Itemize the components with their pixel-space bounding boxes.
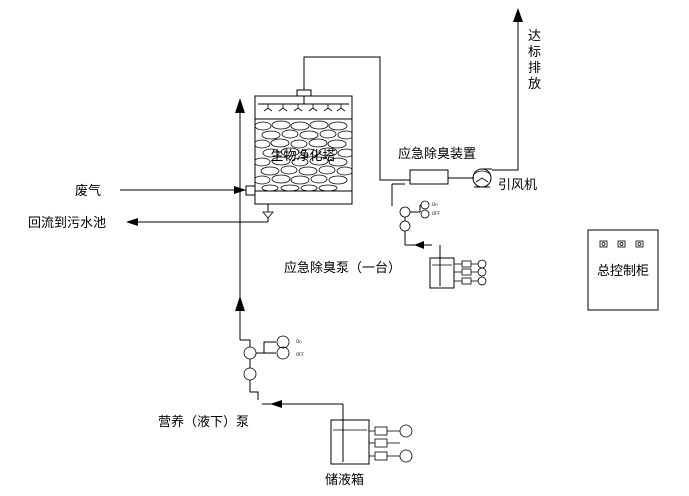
induced-fan-icon <box>472 168 492 188</box>
control-cabinet-label: 总控制柜 <box>597 264 649 279</box>
nutrient-switch-on-icon <box>276 335 290 349</box>
emergency-pump-label: 应急除臭泵（一台） <box>284 260 401 276</box>
bio-tower-label: 生物净化塔 <box>270 149 335 164</box>
emergency-switch-off-icon <box>420 209 430 219</box>
emergency-pump-assembly: On OFF <box>391 183 487 289</box>
nutrient-switch-off-icon <box>276 346 290 360</box>
nutrient-pump-assembly: On OFF <box>240 335 343 408</box>
waste-gas-inlet-line <box>120 186 246 194</box>
nutrient-pump-label: 营养（液下）泵 <box>158 414 249 430</box>
nutrient-pump-motor-icon <box>243 346 257 360</box>
packing-media <box>255 120 352 191</box>
svg-text:排: 排 <box>528 61 541 76</box>
spray-header <box>258 89 349 112</box>
exhaust-duct <box>303 8 523 181</box>
return-line <box>126 218 269 226</box>
emergency-deodorization-device <box>409 169 449 185</box>
nutrient-supply-line <box>235 98 246 340</box>
emergency-device-label: 应急除臭装置 <box>398 146 476 162</box>
svg-text:On: On <box>432 202 438 207</box>
emergency-pump-icon <box>399 220 411 232</box>
emergency-tank <box>429 257 455 289</box>
svg-text:放: 放 <box>528 77 541 92</box>
waste-gas-label: 废气 <box>75 183 101 199</box>
svg-text:On: On <box>296 339 302 344</box>
svg-text:OFF: OFF <box>432 211 440 216</box>
svg-text:标: 标 <box>528 45 541 60</box>
liquid-tank-label: 储液箱 <box>325 472 364 488</box>
bio-filter-tower <box>245 89 353 219</box>
gas-inlet-nozzle <box>245 185 256 196</box>
emergency-pump-motor-icon <box>399 206 411 218</box>
svg-text:OFF: OFF <box>296 352 304 357</box>
storage-tank <box>330 404 413 465</box>
control-cabinet <box>587 229 659 311</box>
induced-fan-label: 引风机 <box>498 178 537 193</box>
svg-text:达: 达 <box>528 29 541 44</box>
return-to-sewage-label: 回流到污水池 <box>28 216 106 231</box>
drain-outlet <box>262 204 274 219</box>
exhaust-standard-label: 达 标 排 放 <box>528 29 541 92</box>
emergency-switch-on-icon <box>420 200 430 210</box>
nutrient-pump-icon <box>243 367 257 381</box>
